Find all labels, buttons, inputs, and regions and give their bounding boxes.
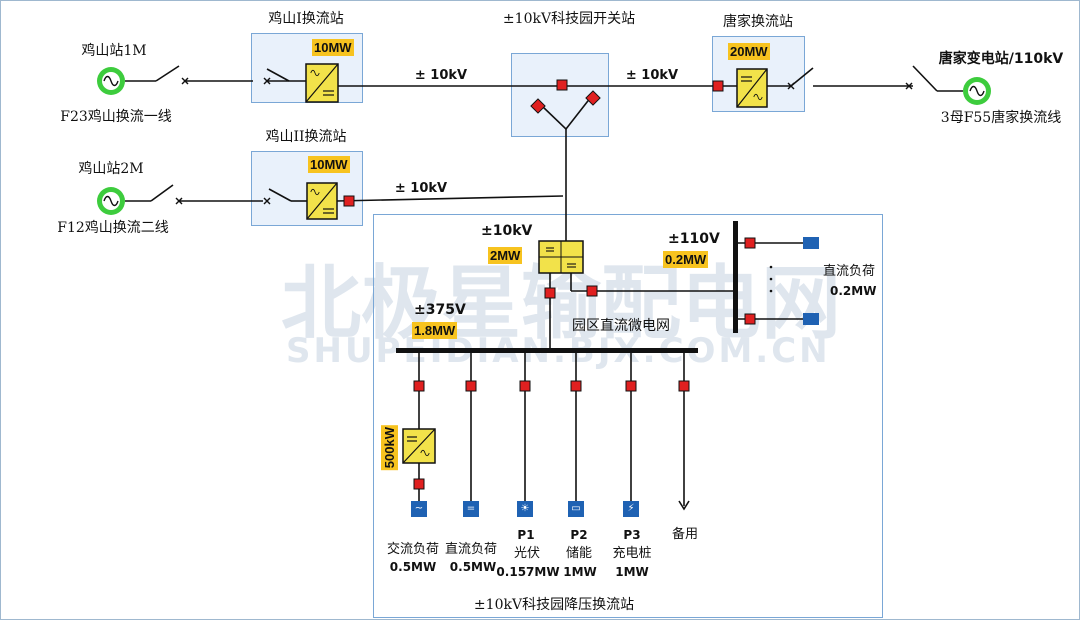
pv-icon: ☀ [517,501,533,517]
jishan1-switch [155,65,180,82]
dc-load-value: 0.2MW [830,284,877,298]
charging-pile-icon: ⚡ [623,501,639,517]
feeder-5-code: P3 [623,528,641,542]
bus375-voltage: ±375V [414,302,466,318]
tangjia-rating-badge: 20MW [728,43,770,60]
feeder-6-label: 备用 [671,527,699,542]
feeder-5-value: 1MW [615,565,649,579]
jishan2-converter-icon [306,182,338,220]
bus110-rating: 0.2MW [663,251,709,268]
microgrid-converter-voltage: ±10kV [481,223,533,239]
tangjia-feeder-name: 3母F55唐家换流线 [940,110,1062,126]
dc-load-icon-1 [803,237,819,249]
jishan2-source-name: 鸡山站2M [78,161,144,177]
jishan1-converter-icon [305,63,339,103]
jishan1-feeder-name: F23鸡山换流一线 [60,109,172,125]
feeder-4-code: P2 [570,528,588,542]
dc-load-icon: = [463,501,479,517]
jishan2-source-icon [97,187,125,215]
tangjia-station-title: 唐家换流站 [723,14,793,30]
bus-110v [733,221,738,333]
feeder-5-label: 充电桩 [612,546,652,561]
feeder-4-value: 1MW [563,565,597,579]
voltage-label-top-left: ± 10kV [414,68,468,83]
bus110-voltage: ±110V [668,231,720,247]
jishan1-station-title: 鸡山I换流站 [268,11,344,27]
microgrid-title: 园区直流微电网 [572,318,670,334]
jishan2-station-title: 鸡山II换流站 [265,129,347,145]
feeder-2-value: 0.5MW [449,560,497,574]
storage-icon: ▭ [568,501,584,517]
jishan1-source-icon [97,67,125,95]
feeder-4-label: 储能 [565,546,593,561]
feeder-3-value: 0.157MW [496,565,560,579]
microgrid-converter-rating: 2MW [488,247,523,264]
inverter-rating-badge: 500kW [381,425,398,471]
dc-load-label: 直流负荷 [823,264,876,279]
feeder-3-code: P1 [517,528,535,542]
microgrid-footer-title: ±10kV科技园降压换流站 [473,597,635,613]
voltage-label-top-right: ± 10kV [625,68,679,83]
dc-load-icon-2 [803,313,819,325]
bus-375v [396,348,698,353]
feeder-1-label: 交流负荷 [386,542,440,557]
tangjia-source-icon [963,77,991,105]
switch-station-title: ±10kV科技园开关站 [502,11,636,27]
inverter-500kw-icon [402,428,436,464]
feeder-2-label: 直流负荷 [444,542,498,557]
microgrid-panel [373,214,883,618]
tangjia-source-name: 唐家变电站/110kV [938,51,1064,67]
jishan1-source-name: 鸡山站1M [81,43,147,59]
feeder-3-label: 光伏 [513,546,541,561]
ac-load-icon: ~ [411,501,427,517]
feeder-1-value: 0.5MW [389,560,437,574]
jishan1-station-switch [266,68,290,82]
jishan1-rating-badge: 10MW [312,39,354,56]
voltage-label-mid-left: ± 10kV [394,181,448,196]
bus375-rating: 1.8MW [412,322,458,339]
microgrid-converter-icon [538,240,584,274]
tangjia-converter-icon [736,68,768,108]
jishan2-feeder-name: F12鸡山换流二线 [57,220,169,236]
jishan2-rating-badge: 10MW [308,156,350,173]
